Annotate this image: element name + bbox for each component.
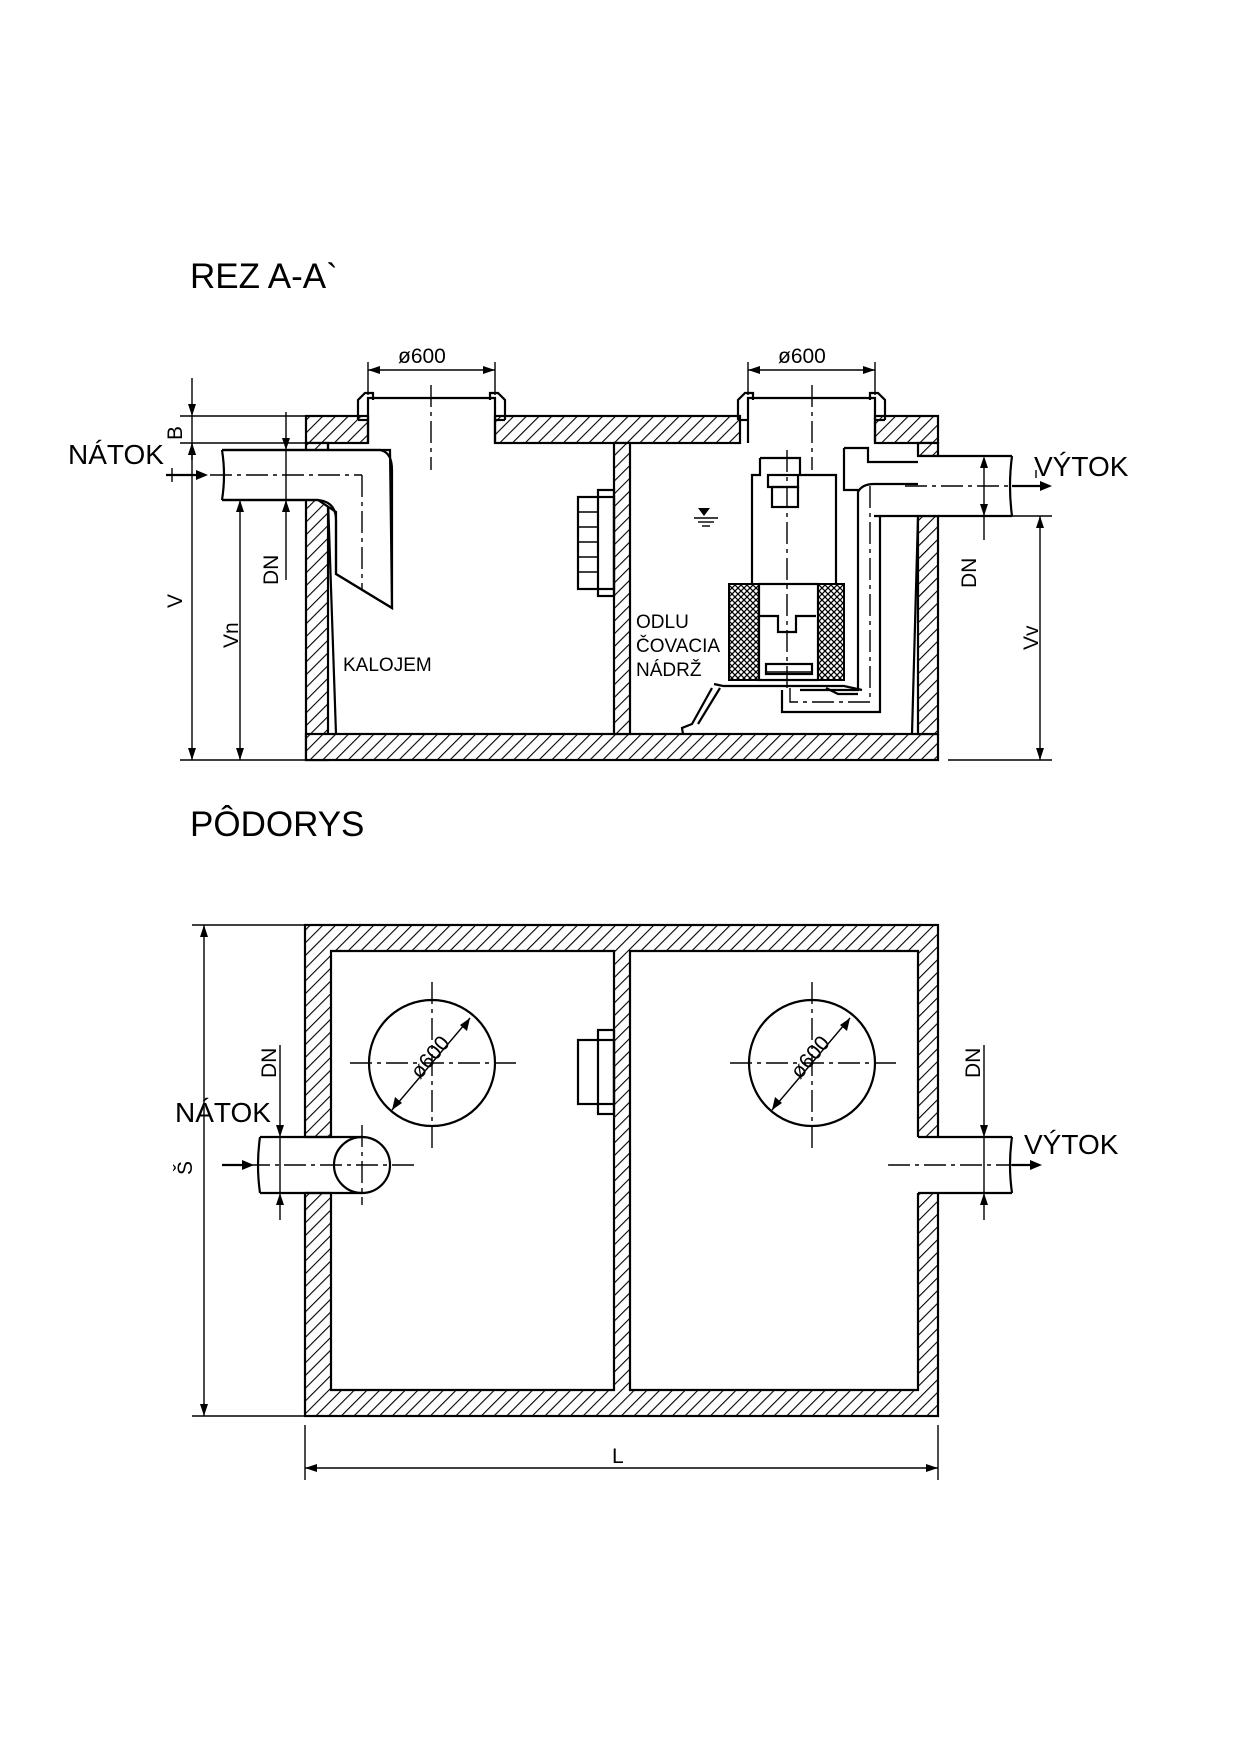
plan-tank-walls <box>300 923 943 1418</box>
plan-manhole-right-dim: ø600 <box>786 1032 834 1083</box>
section-title: REZ A-A` <box>190 257 338 296</box>
section-outlet-label: VÝTOK <box>1034 451 1129 482</box>
section-manhole-left-dim: ø600 <box>398 345 446 368</box>
dim-vn-label: Vn <box>220 622 243 648</box>
plan-outlet-pipe: VÝTOK <box>888 1129 1119 1195</box>
plan-title: PÔDORYS <box>190 805 364 844</box>
plan-manhole-right: ø600 <box>730 982 900 1148</box>
section-dims-left: B V Vn DN <box>164 378 306 761</box>
plan-dim-dn-outlet-label: DN <box>962 1048 985 1078</box>
plan-partition-grille <box>576 1028 616 1116</box>
section-manhole-left <box>356 385 507 470</box>
section-inlet-pipe: NÁTOK <box>68 439 394 610</box>
plan-dim-width-label: Š <box>174 1161 197 1175</box>
plan-outlet-label: VÝTOK <box>1024 1129 1119 1160</box>
section-manhole-right-dim: ø600 <box>778 345 826 368</box>
section-dim-manhole-left: ø600 <box>367 345 496 395</box>
plan-dims: DN DN Š L <box>174 924 988 1480</box>
chamber-sludge-label: KALOJEM <box>343 655 432 676</box>
chamber-separator-label-3: NÁDRŽ <box>636 659 702 681</box>
section-view: REZ A-A` <box>68 257 1129 762</box>
plan-manhole-left-dim: ø600 <box>406 1032 454 1083</box>
section-tank-walls <box>304 414 940 762</box>
chamber-separator-label-2: ČOVACIA <box>636 635 720 657</box>
plan-dim-length-label: L <box>612 1445 624 1468</box>
plan-inlet-pipe: NÁTOK <box>175 1097 418 1205</box>
section-dims-right: DN Vv <box>938 456 1052 761</box>
dim-dn-outlet-label: DN <box>958 558 981 588</box>
section-partition-grille <box>576 488 616 598</box>
chamber-separator-label-1: ODLU <box>636 612 689 633</box>
section-dim-manhole-right: ø600 <box>747 345 876 395</box>
dim-b-label: B <box>164 426 187 440</box>
dim-v-label: V <box>164 594 187 608</box>
plan-view: PÔDORYS ø600 <box>174 805 1119 1480</box>
plan-dim-dn-inlet-label: DN <box>258 1048 281 1078</box>
dim-dn-inlet-label: DN <box>260 555 283 585</box>
section-manhole-right <box>736 385 887 470</box>
section-outlet-pipe: VÝTOK <box>780 446 1129 714</box>
dim-vv-label: Vv <box>1020 625 1043 650</box>
plan-manhole-left: ø600 <box>350 982 520 1148</box>
water-level-symbol <box>694 508 718 527</box>
separator-filter-insert <box>680 450 863 735</box>
section-inlet-label: NÁTOK <box>68 439 164 470</box>
plan-inlet-label: NÁTOK <box>175 1097 271 1128</box>
